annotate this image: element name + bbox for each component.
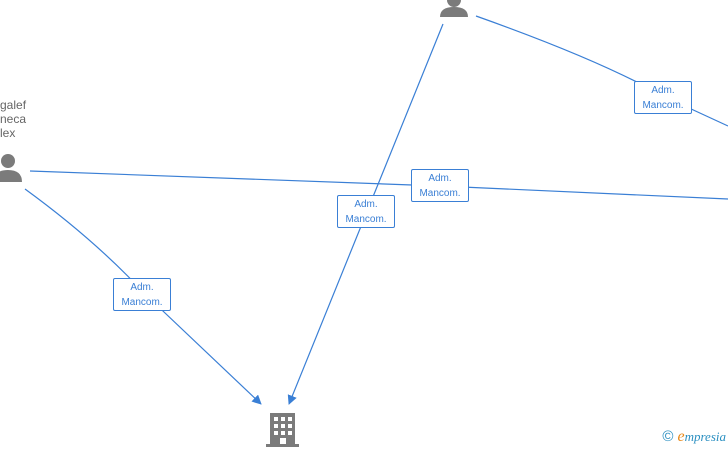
- relation-role: Adm.: [651, 85, 675, 96]
- relation-role: Adm.: [354, 199, 378, 210]
- building-icon[interactable]: [266, 413, 299, 447]
- brand-logo: empresia: [677, 428, 726, 445]
- copyright-symbol: ©: [662, 428, 674, 445]
- relation-type: Mancom.: [345, 214, 387, 225]
- relation-label-top-to-company[interactable]: Adm. Mancom.: [337, 195, 395, 228]
- person-name-line: neca: [0, 112, 27, 126]
- person-icon[interactable]: [0, 154, 22, 182]
- relation-label-left-to-company[interactable]: Adm. Mancom.: [113, 278, 171, 311]
- relation-type: Mancom.: [642, 100, 684, 111]
- empresia-watermark: ©empresia: [662, 428, 726, 446]
- relation-type: Mancom.: [419, 188, 461, 199]
- person-name-line: lex: [0, 126, 16, 140]
- relation-label-top-to-right[interactable]: Adm. Mancom.: [634, 81, 692, 114]
- person-icon[interactable]: [440, 0, 468, 17]
- brand-name: mpresia: [684, 429, 726, 444]
- relation-label-left-to-right[interactable]: Adm. Mancom.: [411, 169, 469, 202]
- person-name-line: galef: [0, 98, 27, 112]
- relation-role: Adm.: [428, 173, 452, 184]
- relation-type: Mancom.: [121, 297, 163, 308]
- brand-initial: e: [677, 428, 685, 445]
- relation-role: Adm.: [130, 282, 154, 293]
- person-name-label: galef neca lex: [0, 98, 26, 140]
